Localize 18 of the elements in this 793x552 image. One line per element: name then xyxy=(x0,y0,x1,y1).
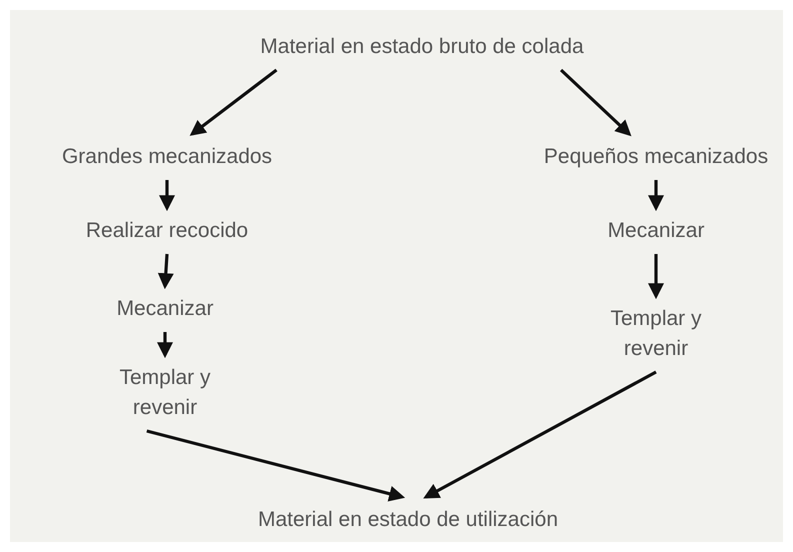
arrow xyxy=(159,180,175,212)
step-label: Realizar recocido xyxy=(86,208,248,254)
arrow xyxy=(158,254,174,290)
step-label: Mecanizar xyxy=(116,286,214,332)
step-label: Grandes mecanizados xyxy=(62,134,272,180)
arrow xyxy=(560,68,632,136)
step-label: Templar y revenir xyxy=(95,355,235,431)
arrow xyxy=(157,332,173,358)
step-label: Templar y revenir xyxy=(586,296,726,372)
step-label: Material en estado bruto de colada xyxy=(260,24,584,70)
step-label: Mecanizar xyxy=(608,208,704,254)
arrow xyxy=(190,68,278,136)
arrow xyxy=(146,429,406,502)
arrow xyxy=(648,180,664,212)
step-label: Pequeños mecanizados xyxy=(544,134,768,180)
step-label: Material en estado de utilización xyxy=(258,497,558,543)
arrow xyxy=(423,370,657,499)
arrow xyxy=(648,254,664,300)
